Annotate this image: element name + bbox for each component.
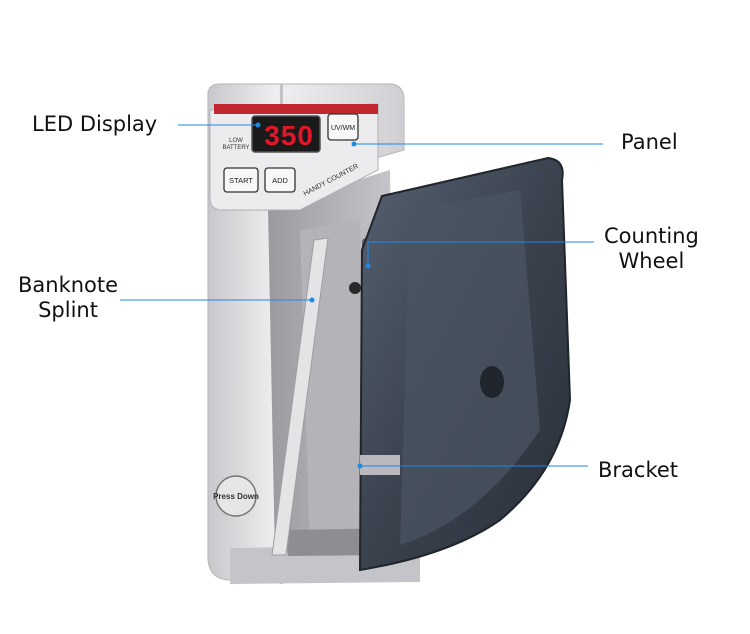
uv-wm-button[interactable]: UV/WM xyxy=(327,113,359,141)
banknote-splint-part xyxy=(271,237,329,556)
callout-dot-led xyxy=(255,122,261,128)
uv-wm-button-label: UV/WM xyxy=(331,125,355,132)
callout-dot-wheel xyxy=(365,263,371,269)
start-button[interactable]: START xyxy=(223,167,259,193)
callout-panel: Panel xyxy=(621,130,678,154)
callout-bracket: Bracket xyxy=(598,458,679,482)
press-down-badge: Press Down xyxy=(213,475,259,517)
display-digits: 350 xyxy=(264,120,314,151)
callout-banknote-splint-line-1: Banknote xyxy=(18,273,119,297)
callout-led-display: LED Display xyxy=(32,112,158,136)
start-button-label: START xyxy=(229,176,253,185)
callout-dot-splint xyxy=(309,297,315,303)
led-display xyxy=(251,115,321,153)
add-button-label: ADD xyxy=(272,176,288,185)
add-button[interactable]: ADD xyxy=(264,167,296,193)
callout-banknote-splint: Banknote Splint xyxy=(18,273,118,323)
callout-counting-wheel-line-1: Counting xyxy=(604,224,699,248)
callout-counting-wheel-line-2: Wheel xyxy=(618,249,685,273)
callout-counting-wheel: Counting Wheel xyxy=(604,224,699,274)
control-panel: 350 LOW BATTERY UV/WM START ADD HANDY CO… xyxy=(209,103,379,211)
callout-dot-panel xyxy=(351,141,357,147)
bracket-tray xyxy=(358,156,572,572)
callout-banknote-splint-line-2: Splint xyxy=(38,298,98,322)
low-battery-label-1: LOW xyxy=(229,138,243,144)
callout-dot-bracket xyxy=(357,463,363,469)
low-battery-label-2: BATTERY xyxy=(222,145,249,151)
press-down-label: Press Down xyxy=(213,492,259,501)
callout-lines xyxy=(120,122,603,469)
